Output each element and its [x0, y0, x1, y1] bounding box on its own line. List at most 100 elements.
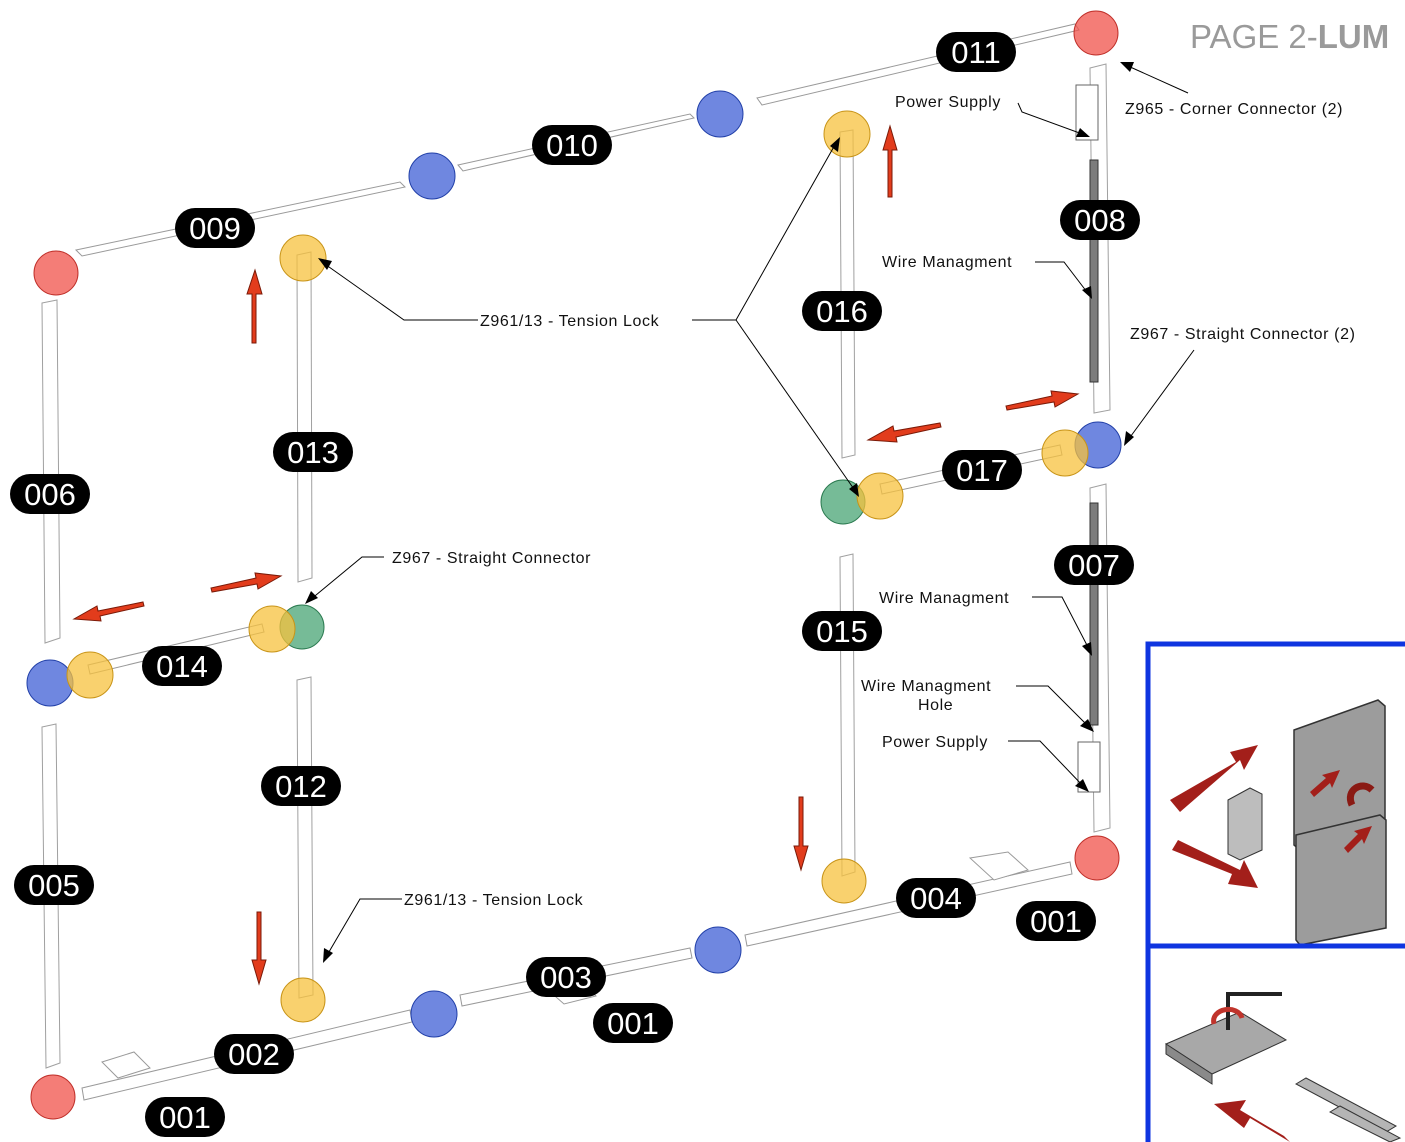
svg-text:001: 001 — [1030, 904, 1082, 939]
straight-connector-bottom-1 — [410, 990, 458, 1038]
part-label-004: 004 — [896, 878, 976, 918]
leader-straight-connector-left — [309, 556, 384, 601]
right-arrow-017 — [1005, 390, 1080, 411]
inset-panel-bottom — [1295, 814, 1387, 946]
inset-arrow-up-left — [1214, 1100, 1290, 1142]
callout-tension-lock-top: Z961/13 - Tension Lock — [480, 313, 660, 330]
corner-connector-top-left — [33, 250, 79, 296]
tension-lock-015-bottom — [821, 858, 867, 904]
up-arrow-013 — [246, 268, 263, 344]
page-header: PAGE 2-LUM — [1190, 18, 1389, 55]
inset-tension-detail — [1145, 943, 1405, 1142]
power-supply-top — [1075, 84, 1099, 141]
leader-wire-mgmt-top — [1035, 261, 1091, 297]
part-label-011: 011 — [936, 32, 1016, 72]
inset-small-arrow-1 — [1310, 770, 1340, 797]
callout-tension-lock-bottom: Z961/13 - Tension Lock — [404, 892, 584, 909]
right-arrow-014 — [210, 572, 283, 593]
leader-head — [305, 591, 318, 604]
leader-head — [1082, 286, 1092, 299]
leader-head — [1120, 62, 1134, 72]
straight-connector-top-1 — [408, 152, 456, 200]
leader-power-supply-bottom — [1008, 740, 1086, 789]
wire-management-007 — [1089, 502, 1099, 726]
page-header-bold: LUM — [1318, 18, 1389, 55]
part-label-005: 005 — [14, 865, 94, 905]
callout-power-supply-top: Power Supply — [895, 94, 1001, 111]
post-013 — [296, 251, 313, 583]
part-label-012: 012 — [261, 766, 341, 806]
callout-straight-connector-left: Z967 - Straight Connector — [392, 550, 591, 567]
svg-text:017: 017 — [956, 453, 1008, 488]
svg-text:012: 012 — [275, 769, 327, 804]
inset-connector-detail — [1145, 641, 1405, 949]
part-number-labels: 011 010 009 008 016 013 006 017 007 015 … — [10, 32, 1140, 1137]
corner-connector-bottom-left — [30, 1074, 76, 1120]
down-arrow-012 — [251, 911, 267, 986]
callout-wire-management-mid: Wire Managment — [879, 590, 1009, 607]
page-header-prefix: PAGE 2- — [1190, 18, 1318, 55]
part-label-001-left: 001 — [145, 1097, 225, 1137]
callout-wire-management-hole-2: Hole — [918, 697, 953, 714]
tension-lock-013-top — [279, 234, 327, 282]
svg-text:005: 005 — [28, 868, 80, 903]
inset-arrow-down-right — [1172, 840, 1258, 888]
inset-bracket — [1227, 787, 1263, 861]
leader-head — [1082, 642, 1092, 656]
svg-text:002: 002 — [228, 1037, 280, 1072]
leader-corner-connector — [1127, 65, 1189, 94]
foot-right — [968, 851, 1029, 881]
leader-head — [1080, 719, 1094, 732]
leader-head — [849, 483, 859, 497]
svg-text:016: 016 — [816, 294, 868, 329]
leader-wire-mgmt-mid — [1032, 596, 1091, 652]
svg-text:015: 015 — [816, 614, 868, 649]
inset-small-arrow-2 — [1344, 826, 1372, 853]
leader-straight-connector-right — [1127, 349, 1195, 441]
wire-management-008 — [1089, 159, 1099, 383]
inset-tighten-arrow — [1211, 1007, 1245, 1025]
corner-connector-top-right — [1073, 10, 1119, 56]
tension-lock-012-bottom — [280, 977, 326, 1023]
svg-text:006: 006 — [24, 477, 76, 512]
tension-lock-014-left — [66, 651, 114, 699]
leader-head — [323, 948, 333, 963]
corner-connector-bottom-right — [1074, 835, 1120, 881]
svg-text:009: 009 — [189, 211, 241, 246]
rail-011 — [756, 23, 1080, 106]
svg-text:001: 001 — [159, 1100, 211, 1135]
svg-text:014: 014 — [156, 649, 208, 684]
inset-allen-key — [1226, 992, 1282, 1030]
straight-connector-left-mid — [26, 659, 74, 707]
post-006 — [41, 299, 61, 644]
leader-wire-mgmt-hole — [1016, 685, 1091, 729]
leader-tension-lock-bottom — [325, 898, 402, 958]
foot-left — [101, 1051, 151, 1079]
callout-power-supply-bottom: Power Supply — [882, 734, 988, 751]
part-label-006: 006 — [10, 474, 90, 514]
leader-head — [1075, 779, 1089, 792]
svg-text:003: 003 — [540, 960, 592, 995]
leader-head — [1076, 128, 1090, 137]
part-label-017: 017 — [942, 450, 1022, 490]
part-label-003: 003 — [526, 957, 606, 997]
inset-arrow-up-right — [1170, 745, 1258, 812]
post-012 — [296, 676, 314, 999]
leader-power-supply-top — [1017, 102, 1086, 136]
leader-head — [830, 137, 840, 152]
tension-lock-014-right — [248, 605, 296, 653]
part-label-008: 008 — [1060, 200, 1140, 240]
svg-text:011: 011 — [951, 35, 1000, 70]
part-label-014: 014 — [142, 646, 222, 686]
part-label-015: 015 — [802, 611, 882, 651]
svg-text:010: 010 — [546, 128, 598, 163]
part-label-013: 013 — [273, 432, 353, 472]
straight-connector-bottom-2 — [694, 926, 742, 974]
tension-lock-016-top — [823, 110, 871, 158]
svg-text:013: 013 — [287, 435, 339, 470]
leader-head — [1124, 431, 1134, 446]
callout-wire-management-hole-1: Wire Managment — [861, 678, 991, 695]
callout-straight-connector-right: Z967 - Straight Connector (2) — [1130, 326, 1356, 343]
leader-tension-lock-left — [321, 261, 478, 321]
